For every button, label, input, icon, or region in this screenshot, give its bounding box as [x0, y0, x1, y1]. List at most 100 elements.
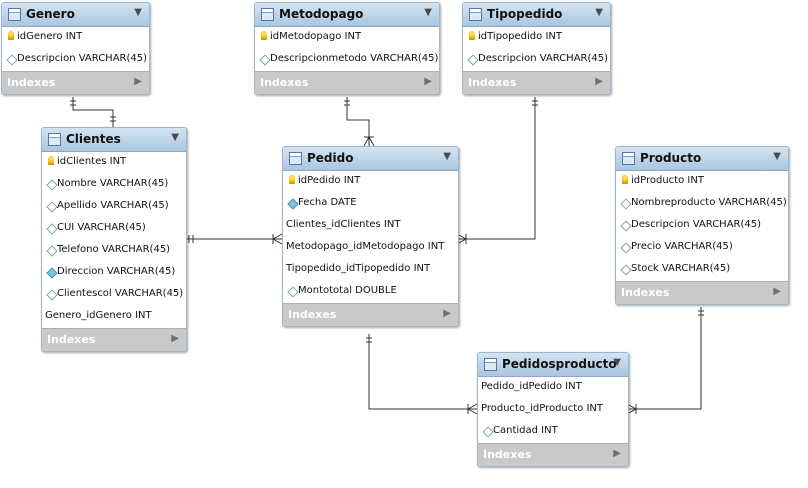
relationship-pedido-pedidosproducto[interactable]: [368, 334, 477, 410]
column-label: Tipopedido_idTipopedido INT: [286, 263, 431, 274]
column-row[interactable]: Fecha DATE: [283, 193, 458, 215]
primary-key-icon: [8, 31, 14, 40]
column-row[interactable]: Clientescol VARCHAR(45): [42, 284, 186, 306]
column-diamond-icon: [46, 245, 58, 257]
indexes-section[interactable]: Indexes ▶: [42, 328, 186, 351]
column-row[interactable]: Nombre VARCHAR(45): [42, 174, 186, 196]
column-label: Descripcion VARCHAR(45): [17, 53, 148, 64]
relationship-tipopedido-pedido[interactable]: [457, 97, 536, 240]
collapse-arrow-icon[interactable]: ▼: [134, 7, 142, 18]
expand-arrow-icon[interactable]: ▶: [773, 286, 781, 297]
relationship-metodopago-pedido[interactable]: [346, 97, 370, 146]
table-header[interactable]: Metodopago▼: [255, 3, 439, 27]
table-title: Pedidosproducto: [502, 357, 617, 371]
column-row[interactable]: Stock VARCHAR(45): [616, 259, 788, 281]
column-label: Telefono VARCHAR(45): [57, 244, 171, 255]
table-header[interactable]: Producto▼: [616, 147, 788, 171]
column-row[interactable]: Descripcionmetodo VARCHAR(45): [255, 49, 439, 71]
column-row[interactable]: Producto_idProducto INT: [478, 399, 628, 421]
table-header[interactable]: Tipopedido ▼: [463, 3, 610, 27]
expand-arrow-icon[interactable]: ▶: [595, 76, 603, 87]
indexes-section[interactable]: Indexes▶: [463, 71, 610, 94]
collapse-arrow-icon[interactable]: ▼: [773, 151, 781, 162]
table-title: Pedido: [307, 151, 354, 165]
table-header[interactable]: Pedido ▼: [283, 147, 458, 171]
column-row[interactable]: Cantidad INT: [478, 421, 628, 443]
column-label: idPedido INT: [298, 175, 361, 186]
column-label: Clientescol VARCHAR(45): [57, 288, 184, 299]
column-row[interactable]: Tipopedido_idTipopedido INT: [283, 259, 458, 281]
column-row[interactable]: Metodopago_idMetodopago INT: [283, 237, 458, 259]
column-row[interactable]: CUI VARCHAR(45): [42, 218, 186, 240]
column-row[interactable]: idClientes INT: [42, 152, 186, 174]
indexes-section[interactable]: Indexes▶: [255, 71, 439, 94]
column-label: Descripcion VARCHAR(45): [631, 219, 762, 230]
table-genero[interactable]: Genero▼ idGenero INT Descripcion VARCHAR(4…: [1, 2, 150, 95]
indexes-section[interactable]: Indexes▶: [2, 71, 149, 94]
column-label: idGenero INT: [17, 31, 83, 42]
table-title: Tipopedido: [487, 7, 563, 21]
column-row[interactable]: idPedido INT: [283, 171, 458, 193]
expand-arrow-icon[interactable]: ▶: [443, 308, 451, 319]
column-row[interactable]: Pedido_idPedido INT: [478, 377, 628, 399]
table-icon: [622, 152, 635, 165]
expand-arrow-icon[interactable]: ▶: [171, 333, 179, 344]
indexes-label: Indexes: [47, 333, 96, 346]
table-icon: [261, 8, 274, 21]
collapse-arrow-icon[interactable]: ▼: [171, 132, 179, 143]
column-row[interactable]: Telefono VARCHAR(45): [42, 240, 186, 262]
column-label: Precio VARCHAR(45): [631, 241, 733, 252]
table-icon: [484, 358, 497, 371]
column-diamond-icon: [46, 289, 58, 301]
column-row[interactable]: Descripcion VARCHAR(45): [463, 49, 610, 71]
table-header[interactable]: Genero▼: [2, 3, 149, 27]
indexes-label: Indexes: [483, 448, 532, 461]
expand-arrow-icon[interactable]: ▶: [134, 76, 142, 87]
column-row[interactable]: Nombreproducto VARCHAR(45): [616, 193, 788, 215]
column-label: Apellido VARCHAR(45): [57, 200, 169, 211]
collapse-arrow-icon[interactable]: ▼: [443, 151, 451, 162]
relationship-genero-clientes[interactable]: [72, 97, 114, 127]
column-row[interactable]: Genero_idGenero INT: [42, 306, 186, 328]
collapse-arrow-icon[interactable]: ▼: [613, 357, 621, 368]
column-row[interactable]: Apellido VARCHAR(45): [42, 196, 186, 218]
column-row[interactable]: idGenero INT: [2, 27, 149, 49]
collapse-arrow-icon[interactable]: ▼: [595, 7, 603, 18]
indexes-section[interactable]: Indexes▶: [616, 281, 788, 304]
column-label: idClientes INT: [57, 156, 127, 167]
column-row[interactable]: idProducto INT: [616, 171, 788, 193]
expand-arrow-icon[interactable]: ▶: [613, 448, 621, 459]
column-row[interactable]: Descripcion VARCHAR(45): [616, 215, 788, 237]
indexes-section[interactable]: Indexes ▶: [478, 443, 628, 466]
column-diamond-icon: [620, 264, 632, 276]
column-row[interactable]: idTipopedido INT: [463, 27, 610, 49]
column-row[interactable]: Direccion VARCHAR(45): [42, 262, 186, 284]
expand-arrow-icon[interactable]: ▶: [424, 76, 432, 87]
column-row[interactable]: idMetodopago INT: [255, 27, 439, 49]
column-diamond-icon: [287, 198, 299, 210]
table-clientes[interactable]: Clientes ▼ idClientes INT Nombre VARCHAR(45…: [41, 127, 187, 352]
table-header[interactable]: Pedidosproducto▼: [478, 353, 628, 377]
table-header[interactable]: Clientes ▼: [42, 128, 186, 152]
column-label: Genero_idGenero INT: [45, 310, 152, 321]
primary-key-icon: [469, 31, 475, 40]
column-diamond-icon: [287, 286, 299, 298]
column-row[interactable]: Montototal DOUBLE: [283, 281, 458, 303]
column-row[interactable]: Descripcion VARCHAR(45): [2, 49, 149, 71]
table-title: Clientes: [66, 132, 121, 146]
indexes-section[interactable]: Indexes ▶: [283, 303, 458, 326]
column-label: Cantidad INT: [493, 425, 558, 436]
column-diamond-icon: [46, 223, 58, 235]
collapse-arrow-icon[interactable]: ▼: [424, 7, 432, 18]
indexes-label: Indexes: [288, 308, 337, 321]
column-row[interactable]: Clientes_idClientes INT: [283, 215, 458, 237]
relationship-producto-pedidosproducto[interactable]: [627, 307, 702, 410]
column-row[interactable]: Precio VARCHAR(45): [616, 237, 788, 259]
